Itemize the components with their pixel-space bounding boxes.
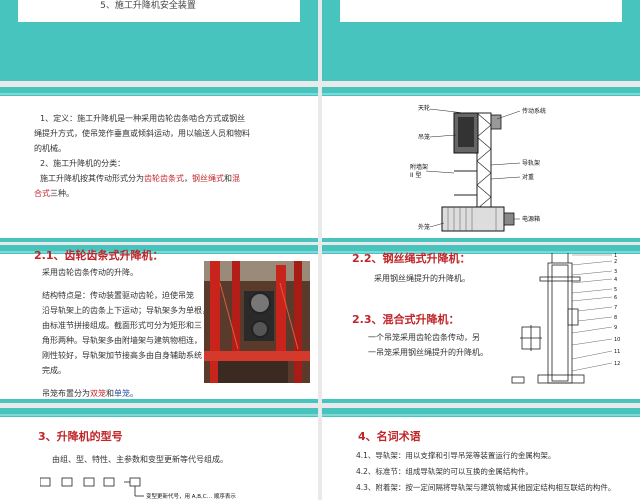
svg-text:5: 5: [614, 287, 617, 293]
top-band-accent: [322, 414, 640, 416]
top-band: [0, 245, 318, 254]
label-wall-tie-type: II 型: [410, 171, 421, 179]
model-code-diagram: 变型更新代号，用 A,B,C… 顺序表示: [40, 477, 236, 500]
slide-2[interactable]: [322, 0, 640, 81]
svg-text:10: 10: [614, 337, 620, 343]
label-counterweight: 对重: [522, 173, 534, 181]
section-heading: 3、升降机的型号: [38, 430, 123, 443]
top-band: [322, 245, 640, 254]
top-band-accent: [0, 414, 318, 416]
top-band-accent: [322, 251, 640, 253]
bottom-band: [322, 399, 640, 403]
slide-4[interactable]: 天轮 传动系统 吊笼 附墙架 II 型 导轨架 对重 外笼 电源箱: [322, 87, 640, 242]
term-item: 4.2、标准节：组成导轨架的可以互换的金属结构件。: [356, 467, 533, 476]
slide-8[interactable]: 4、名词术语 4.1、导轨架：用以支撑和引导吊笼等装置运行的金属构架。 4.2、…: [322, 408, 640, 500]
type-hybrid: 混: [232, 174, 240, 183]
slide-6[interactable]: 2.2、钢丝绳式升降机： 采用钢丝绳提升的升降机。 2.3、混合式升降机： 一个…: [322, 245, 640, 403]
bottom-band: [0, 238, 318, 242]
bottom-band: [0, 399, 318, 403]
hoist-diagram: 天轮 传动系统 吊笼 附墙架 II 型 导轨架 对重 外笼 电源箱: [410, 104, 546, 232]
section-heading: 2.1、齿轮齿条式升降机：: [34, 249, 164, 262]
cage-double: 双笼: [90, 389, 106, 398]
section-heading-wire-rope: 2.2、钢丝绳式升降机：: [352, 252, 471, 265]
svg-text:8: 8: [614, 315, 617, 321]
term-item: 4.1、导轨架：用以支撑和引导吊笼等装置运行的金属构架。: [356, 451, 556, 460]
section-card: [340, 0, 622, 22]
model-code-label: 变型更新代号，用 A,B,C… 顺序表示: [146, 492, 236, 500]
top-band: [322, 408, 640, 417]
top-band: [0, 87, 318, 96]
svg-text:3: 3: [614, 269, 617, 275]
svg-text:4: 4: [614, 277, 617, 283]
label-elec-box: 电源箱: [522, 215, 540, 223]
label-top-wheel: 天轮: [418, 104, 430, 112]
classification-line: 施工升降机按其传动形式分为齿轮齿条式，钢丝绳式和混: [40, 174, 240, 183]
top-band-accent: [0, 93, 318, 95]
top-band-accent: [322, 93, 640, 95]
svg-text:2: 2: [614, 259, 617, 265]
slide-1[interactable]: 5、施工升降机安全装置: [0, 0, 318, 81]
label-fence: 外笼: [418, 223, 430, 231]
section-heading-hybrid: 2.3、混合式升降机：: [352, 313, 460, 326]
svg-text:12: 12: [614, 361, 620, 367]
definition-text: 1、定义：施工升降机是一种采用齿轮齿条啮合方式或钢丝 绳提升方式，使吊笼作垂直或…: [34, 111, 304, 201]
type-rack-pinion: 齿轮齿条式: [144, 174, 184, 183]
top-band: [0, 408, 318, 417]
section-body: 采用齿轮齿条传动的升降。 结构特点是：传动装置驱动齿轮，迫使吊笼 沿导轨架上的齿…: [42, 268, 210, 398]
svg-text:7: 7: [614, 305, 617, 311]
svg-text:1: 1: [614, 253, 617, 259]
bottom-band: [322, 238, 640, 242]
label-cage: 吊笼: [418, 133, 430, 141]
svg-text:6: 6: [614, 295, 617, 301]
svg-text:11: 11: [614, 349, 620, 355]
section-heading: 5、施工升降机安全装置: [100, 1, 196, 11]
wire-rope-diagram: 1 2 3 4 5 6 7 8 9 10 11 12: [511, 253, 620, 384]
slide-5[interactable]: 2.1、齿轮齿条式升降机： 采用齿轮齿条传动的升降。 结构特点是：传动装置驱动齿…: [0, 245, 318, 403]
top-band: [322, 87, 640, 96]
section-heading: 4、名词术语: [358, 430, 421, 443]
label-wall-tie: 附墙架: [410, 163, 428, 171]
type-wire-rope: 钢丝绳式: [192, 174, 224, 183]
slide-3[interactable]: 1、定义：施工升降机是一种采用齿轮齿条啮合方式或钢丝 绳提升方式，使吊笼作垂直或…: [0, 87, 318, 242]
terms-list: 4.1、导轨架：用以支撑和引导吊笼等装置运行的金属构架。 4.2、标准节：组成导…: [356, 448, 615, 496]
section-card: [18, 0, 300, 22]
term-item: 4.3、附着架：按一定间隔将导轨架与建筑物或其他固定结构相互联结的构件。: [356, 483, 616, 492]
svg-text:9: 9: [614, 325, 617, 331]
label-drive: 传动系统: [522, 107, 546, 115]
label-mast: 导轨架: [522, 159, 540, 167]
cage-single: 单笼: [114, 389, 130, 398]
slide-7[interactable]: 3、升降机的型号 由组、型、特性、主参数和变型更新等代号组成。 变型更新代号，用…: [0, 408, 318, 500]
rack-pinion-photo: [204, 261, 310, 383]
top-band-accent: [0, 251, 318, 253]
